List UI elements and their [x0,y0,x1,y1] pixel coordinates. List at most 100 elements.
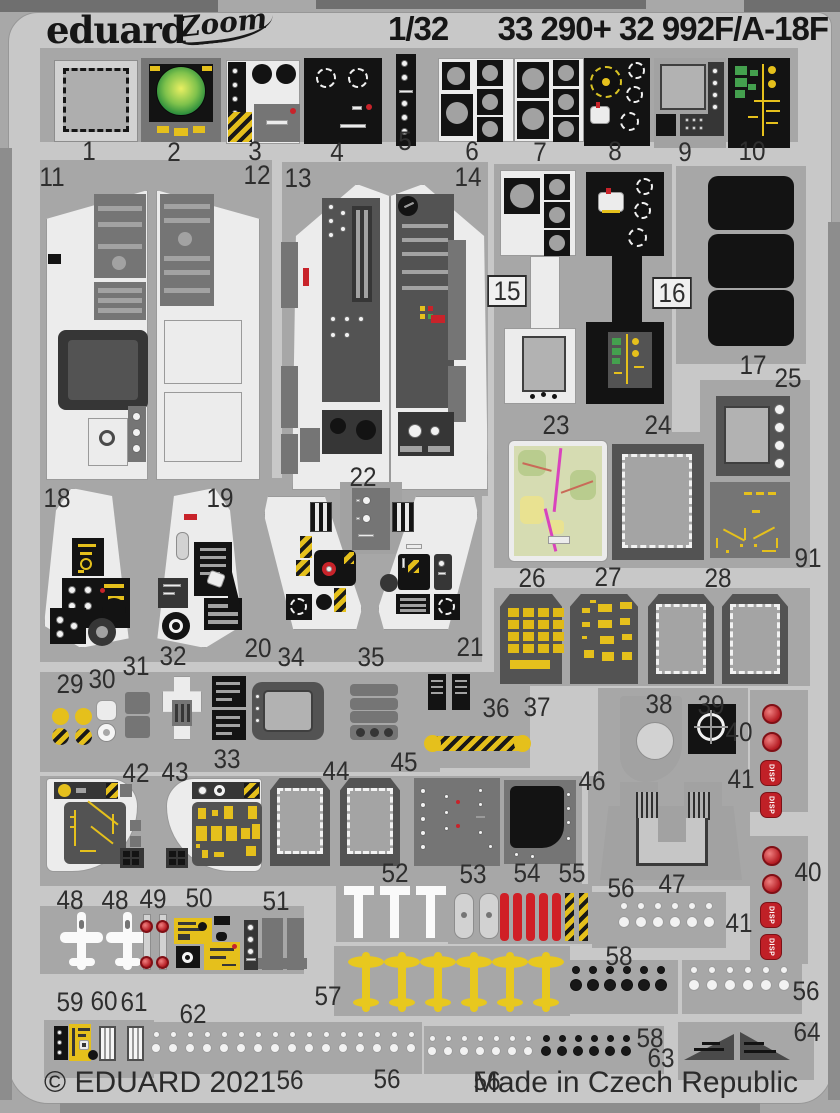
fret-part [420,816,426,822]
fret-part [712,68,718,74]
fret-part [175,704,178,722]
fret-part [316,594,332,610]
part-number-label: 42 [122,758,150,788]
knob-strip-knob [372,1043,382,1053]
knob-strip-knob [168,1043,178,1053]
fret-part [198,786,207,795]
fret-part [461,998,487,1007]
fret-part [402,558,405,568]
fret-part [420,788,426,794]
fret-part [88,1050,98,1060]
part-number-label: 17 [739,350,767,380]
fret-part [74,810,76,846]
fret-part [75,728,92,745]
fret-part [754,544,757,547]
part-number-label: 56 [792,976,820,1006]
knob-strip-knob [339,1030,347,1038]
fret-part [196,844,200,848]
knob-strip-knob [444,1034,452,1042]
knob-strip-knob [688,979,700,991]
fret-part [78,1034,86,1037]
fret-part [330,418,346,434]
fret-part [552,893,561,941]
part-number-label: 38 [645,689,673,719]
brand-logo: eduard [46,8,187,52]
fret-part [390,886,399,938]
fret-part [356,499,360,502]
fret-part [316,0,646,9]
knob-strip-knob [637,902,645,910]
fret-part [548,536,570,544]
fret-part [244,783,259,798]
fret-part [322,306,380,402]
part-number-label: 18 [43,483,71,513]
fret-part [156,66,206,116]
fret-part [184,514,197,520]
fret-part [330,316,336,322]
part-number-label: 56 [276,1065,304,1095]
fret-part [431,315,445,323]
fret-part [420,314,425,319]
part-number-label: 58 [636,1023,664,1053]
fret-part [125,692,150,714]
fret-part [530,256,560,330]
fret-part [198,922,207,931]
knob-strip-knob [288,1030,296,1038]
fret-part [549,235,565,251]
knob-strip-knob [708,966,716,974]
part-number-label: 11 [39,162,65,192]
part-number-label: 41 [727,764,755,794]
warning-light-part [762,874,782,894]
fret-part [636,722,674,760]
fret-part [762,550,776,552]
knob-strip-knob [572,966,580,974]
fret-part [735,66,747,75]
part-number-label: 33 [213,744,241,774]
fret-part [558,121,574,137]
fret-part [125,716,150,738]
knob-strip-knob [236,1043,246,1053]
fret-part [226,826,237,841]
fret-part [598,604,612,612]
fret-part [76,788,86,793]
knob-strip-knob [558,1034,566,1042]
knob-strip-knob [640,966,648,974]
fret-part [438,598,455,615]
fret-part [656,604,706,674]
fret-part [354,886,363,938]
fret-part [740,544,743,547]
fret-part [420,306,425,311]
knob-strip-knob [589,1046,599,1056]
fret-part [362,496,371,505]
fret-part [558,94,574,110]
fret-part [612,358,620,364]
knob-strip-knob [652,916,664,928]
knob-strip-knob [321,1043,331,1053]
fret-part [348,68,368,88]
fret-part [98,724,115,741]
fret-part [214,852,224,857]
fret-part [232,68,238,74]
part-number-label: 41 [725,908,753,938]
part-number-label: 48 [56,885,84,915]
fret-part [724,406,770,464]
fret-part [702,1042,720,1045]
fret-part [735,78,747,87]
knob-strip-knob [355,1043,365,1053]
fret-part [255,718,260,723]
fret-part [620,112,639,131]
knob-strip-knob [203,1030,211,1038]
fret-part [84,602,92,610]
fret-part [582,636,587,639]
fret-part [448,366,466,422]
part-number-label: 40 [794,857,822,887]
fret-part [52,708,69,725]
fret-part [0,148,12,1100]
part-number-label: 2 [167,137,181,167]
fret-part [232,82,238,88]
fret-part [169,859,176,865]
warning-light-part [762,732,782,752]
disp-light-part: DISP [760,792,782,818]
fret-part [448,240,466,360]
fret-part [192,782,260,799]
